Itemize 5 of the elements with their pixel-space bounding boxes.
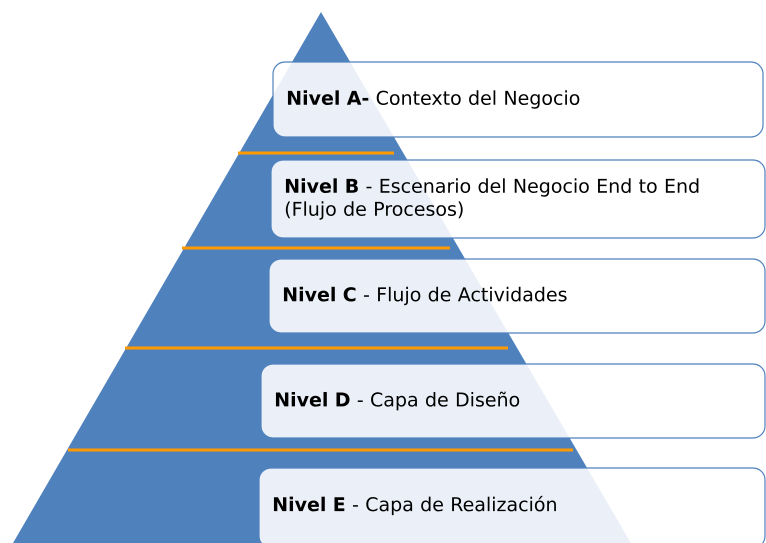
level-box: Nivel D - Capa de Diseño bbox=[260, 363, 766, 439]
level-box: Nivel A- Contexto del Negocio bbox=[272, 61, 764, 138]
level-box: Nivel C - Flujo de Actividades bbox=[268, 258, 766, 334]
level-box: Nivel B - Escenario del Negocio End to End (Flujo de Procesos) bbox=[270, 159, 766, 239]
level-box: Nivel E - Capa de Realización bbox=[258, 467, 766, 543]
